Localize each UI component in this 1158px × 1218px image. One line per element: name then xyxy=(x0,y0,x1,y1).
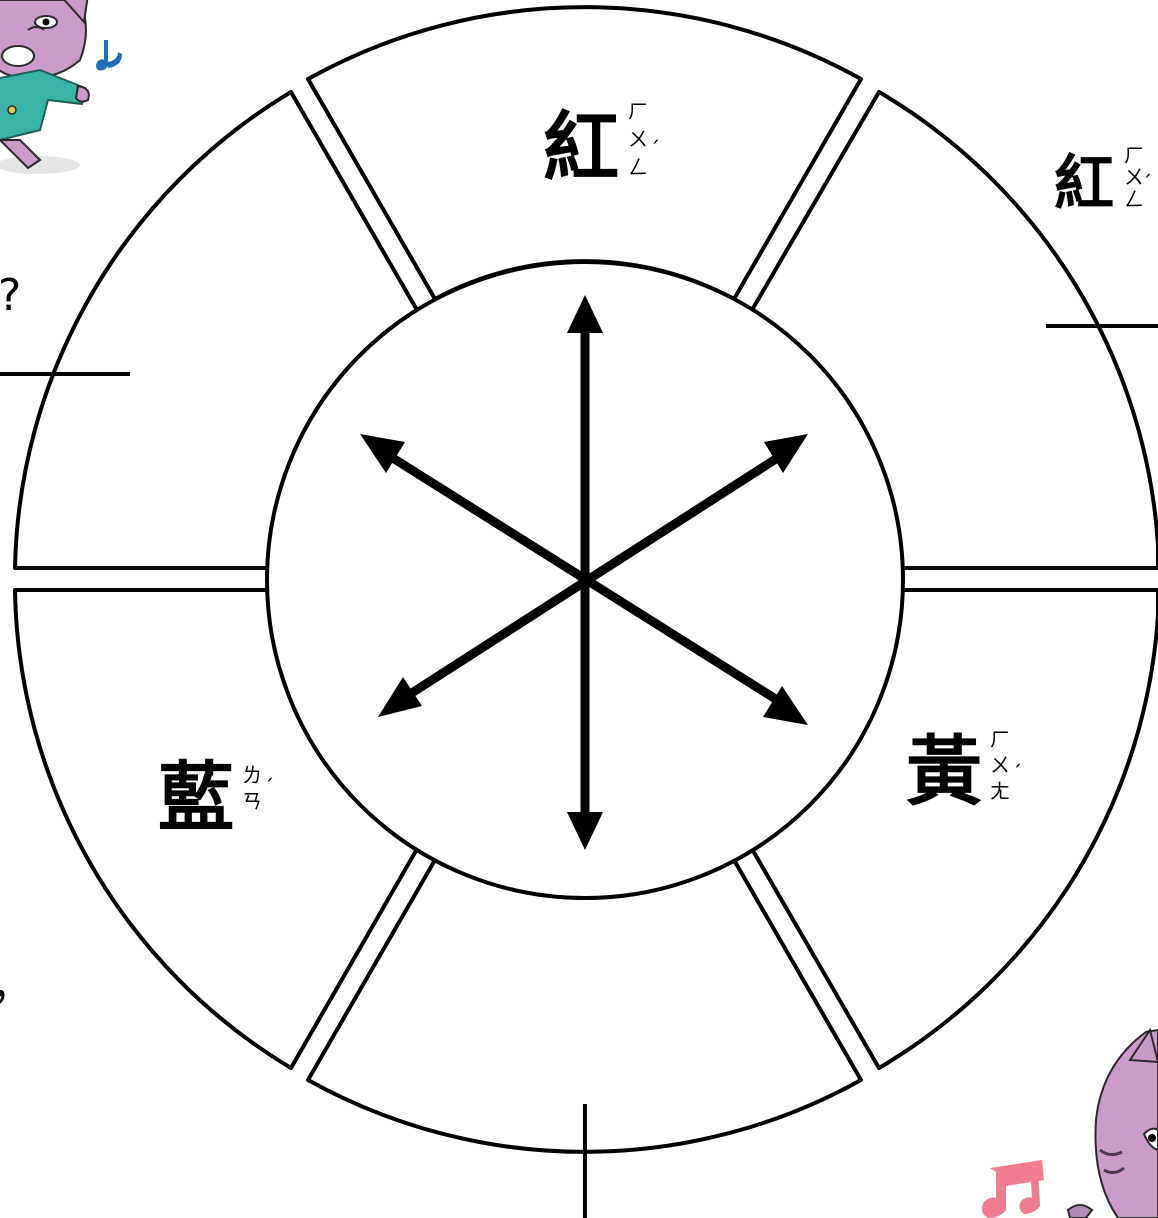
label-upper-right-bopomofo-3: ㄥ xyxy=(1124,187,1144,211)
arrow-head-upper-right xyxy=(764,434,808,473)
music-note-blue-icon xyxy=(96,40,122,71)
label-lower-left-bopomofo-2: ㄢ xyxy=(242,789,262,813)
arrow-head-down xyxy=(567,812,603,850)
label-lower-right-character: 黃 xyxy=(906,727,982,816)
label-upper-right: 紅 ㄏ ㄨ ㄥ ˊ xyxy=(1054,143,1152,219)
label-upper-right-bopomofo-1: ㄏ xyxy=(1124,143,1144,167)
label-upper-right-tone: ˊ xyxy=(1142,171,1152,195)
label-lower-right-tone: ˊ xyxy=(1012,761,1022,785)
label-top-bopomofo-2: ㄨ xyxy=(628,127,648,151)
label-lower-left-bopomofo-1: ㄌ xyxy=(242,763,262,787)
label-lower-left-character: 藍 xyxy=(158,753,234,842)
label-top-bopomofo-3: ㄥ xyxy=(628,155,648,179)
music-note-pink-icon xyxy=(981,1160,1094,1218)
label-lower-right: 黃 ㄏ ㄨ ㄤ ˊ xyxy=(906,727,1022,816)
label-lower-right-bopomofo-1: ㄏ xyxy=(990,727,1010,751)
arrow-head-lower-left xyxy=(378,677,422,717)
cat-top-left-icon xyxy=(0,0,90,174)
label-top-tone: ˊ xyxy=(650,137,660,161)
label-top-bopomofo-1: ㄏ xyxy=(628,99,648,123)
label-lower-left: 藍 ㄌ ㄢ ˊ xyxy=(158,753,274,842)
label-lower-right-bopomofo-3: ㄤ xyxy=(990,779,1010,803)
label-top: 紅 ㄏ ㄨ ㄥ ˊ xyxy=(543,99,660,192)
label-upper-right-character: 紅 xyxy=(1054,149,1114,219)
left-question-mark: ? xyxy=(0,270,21,321)
left-comma: ， xyxy=(0,960,34,1011)
arrows xyxy=(360,295,808,850)
label-lower-left-tone: ˊ xyxy=(264,775,274,799)
arrow-head-lower-right xyxy=(763,686,808,725)
diagonal-arrow-shaft-b xyxy=(401,451,785,702)
arrow-head-upper-left xyxy=(360,434,405,473)
label-lower-right-bopomofo-2: ㄨ xyxy=(990,753,1010,777)
cat-bottom-right-icon xyxy=(1094,1027,1158,1218)
arrow-head-up xyxy=(567,295,603,333)
label-upper-right-bopomofo-2: ㄨ xyxy=(1124,165,1144,189)
label-top-character: 紅 xyxy=(543,103,619,192)
